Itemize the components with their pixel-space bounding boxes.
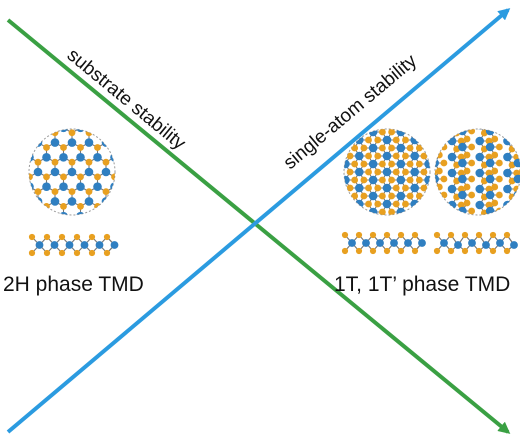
1t-prime-lattice-topview: [434, 128, 520, 216]
2h-lattice-topview: [28, 128, 116, 216]
single-atom-stability-arrow: [6, 8, 511, 434]
1t-phase-label: 1T, 1T’ phase TMD: [334, 273, 510, 296]
2h-lattice-sideview: [28, 233, 119, 257]
1t-lattice-topview: [343, 128, 431, 216]
1t-prime-lattice-sideview: [433, 231, 518, 255]
2h-phase-label: 2H phase TMD: [3, 273, 144, 296]
1t-lattice-sideview: [341, 231, 426, 255]
substrate-stability-arrow: [6, 18, 511, 434]
